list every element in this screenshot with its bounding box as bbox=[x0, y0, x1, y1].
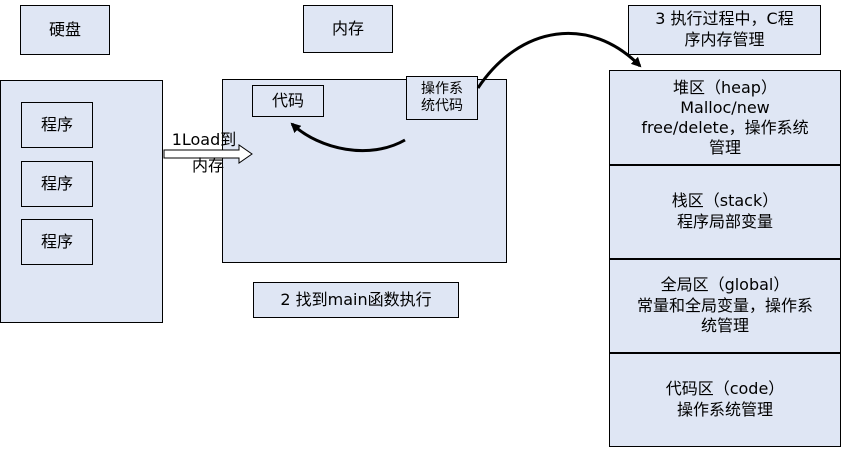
os-to-code-arrow bbox=[290, 122, 406, 153]
disk-label: 硬盘 bbox=[20, 5, 110, 55]
load-arrow bbox=[163, 144, 253, 164]
step2-label: 2 找到main函数执行 bbox=[253, 282, 459, 318]
memory-to-heap-arrow bbox=[476, 32, 642, 89]
disk-program-1: 程序 bbox=[21, 102, 93, 148]
step3-label: 3 执行过程中，C程 序内存管理 bbox=[628, 5, 821, 55]
global-segment: 全局区（global） 常量和全局变量，操作系 统管理 bbox=[609, 259, 841, 353]
disk-program-3: 程序 bbox=[21, 219, 93, 265]
memory-label: 内存 bbox=[303, 5, 393, 53]
load-text-line1: 1Load到 bbox=[171, 130, 237, 149]
load-text-line2: 内存 bbox=[191, 156, 224, 175]
code-box: 代码 bbox=[252, 85, 324, 117]
os-code-box: 操作系 统代码 bbox=[406, 76, 478, 120]
heap-segment: 堆区（heap） Malloc/new free/delete，操作系统 管理 bbox=[609, 70, 841, 165]
stack-segment: 栈区（stack） 程序局部变量 bbox=[609, 165, 841, 259]
disk-program-2: 程序 bbox=[21, 161, 93, 207]
code-segment: 代码区（code） 操作系统管理 bbox=[609, 353, 841, 447]
